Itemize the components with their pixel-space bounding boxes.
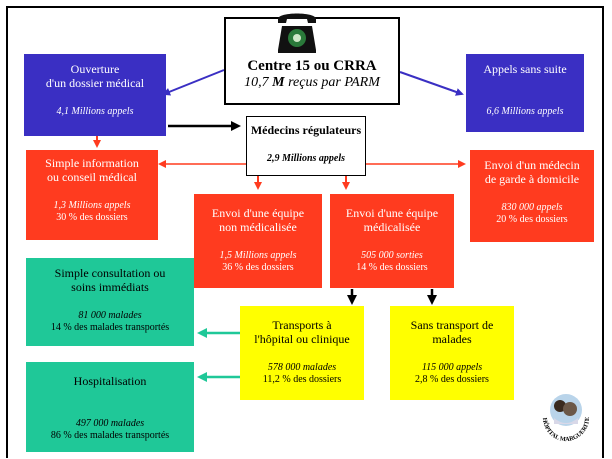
sans-suite-stat: 6,6 Millions appels — [486, 106, 564, 117]
consultation-stat: 81 000 malades — [78, 310, 142, 321]
non-medicalisee-pct: 36 % des dossiers — [222, 262, 294, 273]
simple-info-line1: Simple information — [45, 156, 139, 170]
simple-info-stat: 1,3 Millions appels — [53, 200, 131, 211]
transports-pct: 11,2 % des dossiers — [262, 374, 342, 385]
envoi-medecin-line1: Envoi d'un médecin — [484, 158, 580, 172]
medicalisee-box: Envoi d'une équipe médicalisée 505 000 s… — [330, 194, 454, 288]
non-medicalisee-line2: non médicalisée — [219, 220, 297, 234]
dossier-line1: Ouverture — [70, 62, 120, 76]
envoi-medecin-line2: de garde à domicile — [484, 172, 580, 186]
regulateurs-stat: 2,9 Millions appels — [266, 153, 346, 164]
sans-transport-stat: 115 000 appels — [421, 362, 483, 373]
non-medicalisee-line1: Envoi d'une équipe — [211, 206, 305, 220]
center-subtitle: 10,7 M reçus par PARM — [244, 75, 380, 90]
consultation-line1: Simple consultation ou — [54, 266, 166, 280]
consultation-line2: soins immédiats — [71, 280, 149, 294]
simple-info-pct: 30 % des dossiers — [56, 212, 128, 223]
medecins-regulateurs-box: Médecins régulateurs 2,9 Millions appels — [246, 116, 366, 176]
envoi-medecin-pct: 20 % des dossiers — [496, 214, 568, 225]
sans-transport-box: Sans transport de malades 115 000 appels… — [390, 306, 514, 400]
regulateurs-label: Médecins régulateurs — [250, 123, 362, 137]
sans-suite-label: Appels sans suite — [483, 62, 567, 76]
hospitalisation-stat: 497 000 malades — [75, 418, 145, 429]
medicalisee-line2: médicalisée — [363, 220, 421, 234]
transports-stat: 578 000 malades — [267, 362, 337, 373]
transports-hopital-box: Transports à l'hôpital ou clinique 578 0… — [240, 306, 364, 400]
non-medicalisee-stat: 1,5 Millions appels — [219, 250, 297, 261]
arrow-center-to-dossier — [162, 69, 225, 96]
dossier-line2: d'un dossier médical — [45, 76, 145, 90]
medicalisee-pct: 14 % des dossiers — [356, 262, 428, 273]
hospital-logo-icon: HÔPITAL MARGUERITE-MARIE — [534, 383, 595, 446]
simple-consultation-box: Simple consultation ou soins immédiats 8… — [26, 258, 194, 346]
hospitalisation-label: Hospitalisation — [73, 374, 147, 388]
non-medicalisee-box: Envoi d'une équipe non médicalisée 1,5 M… — [194, 194, 322, 288]
appels-sans-suite-box: Appels sans suite 6,6 Millions appels — [466, 54, 584, 132]
medicalisee-stat: 505 000 sorties — [361, 250, 423, 261]
medicalisee-line1: Envoi d'une équipe — [345, 206, 439, 220]
center-15-box: Centre 15 ou CRRA 10,7 M reçus par PARM — [224, 17, 400, 105]
dossier-stat: 4,1 Millions appels — [56, 106, 134, 117]
simple-info-line2: ou conseil médical — [47, 170, 137, 184]
sans-transport-pct: 2,8 % des dossiers — [415, 374, 489, 385]
transports-line1: Transports à — [272, 318, 332, 332]
sans-transport-line1: Sans transport de — [410, 318, 494, 332]
center-title: Centre 15 ou CRRA — [247, 58, 377, 74]
dossier-medical-box: Ouverture d'un dossier médical 4,1 Milli… — [24, 54, 166, 136]
hospitalisation-pct: 86 % des malades transportés — [50, 430, 170, 441]
transports-line2: l'hôpital ou clinique — [254, 332, 350, 346]
arrow-center-to-sans-suite — [399, 71, 464, 96]
simple-information-box: Simple information ou conseil médical 1,… — [26, 150, 158, 240]
hospitalisation-box: Hospitalisation 497 000 malades 86 % des… — [26, 362, 194, 452]
consultation-pct: 14 % des malades transportés — [50, 322, 170, 333]
envoi-medecin-stat: 830 000 appels — [501, 202, 563, 213]
sans-transport-line2: malades — [432, 332, 472, 346]
telephone-icon — [272, 10, 322, 54]
envoi-medecin-box: Envoi d'un médecin de garde à domicile 8… — [470, 150, 594, 242]
